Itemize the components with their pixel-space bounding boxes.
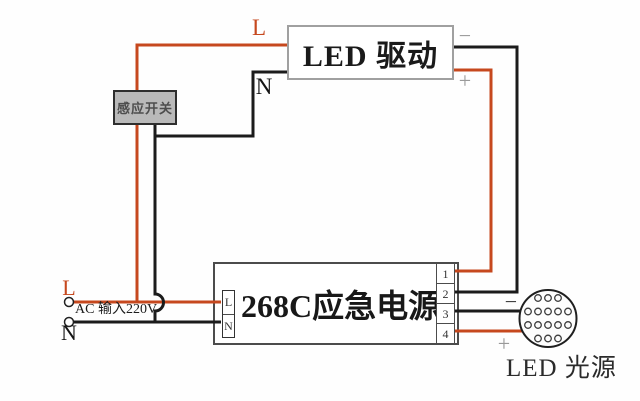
ac-neutral-label: N (61, 320, 77, 345)
psu-input-terminal-strip: L N (222, 290, 235, 338)
led-positive-label: + (497, 331, 511, 356)
driver-live-input-label: L (251, 15, 267, 40)
sensor-switch-box: 感应开关 (113, 90, 177, 125)
ac-live-label: L (62, 275, 76, 300)
sensor-switch-label: 感应开关 (116, 101, 173, 116)
wire-neutral-branch-to-driver (155, 70, 287, 138)
led-dot (534, 307, 542, 316)
wire-driver-positive-to-terminal1 (454, 68, 493, 273)
led-negative-label: − (504, 289, 518, 314)
psu-terminal-l: L (223, 291, 234, 315)
wire-driver-negative-to-terminal2 (454, 45, 519, 294)
led-dot (524, 307, 532, 316)
led-dot (544, 321, 552, 329)
ac-neutral-terminal (63, 316, 75, 328)
psu-terminal-4: 4 (442, 326, 449, 341)
led-dot (554, 321, 562, 329)
led-dot (534, 334, 542, 343)
led-dot (544, 307, 552, 316)
emergency-psu-title: 268C应急电源 (241, 287, 441, 324)
led-dot (544, 294, 552, 302)
led-driver-box: LED 驱动 (287, 25, 454, 80)
driver-positive-output-label: + (458, 68, 472, 93)
psu-output-terminal-strip: 1 2 3 4 (436, 263, 455, 344)
led-dot (554, 334, 562, 343)
wire-live-through-sensor-to-driver (135, 43, 287, 302)
driver-negative-output-label: − (458, 23, 472, 48)
psu-terminal-3: 3 (437, 304, 454, 324)
led-dot (564, 307, 572, 316)
wire-neutral-riser-with-hop (153, 124, 165, 322)
led-dot (554, 294, 562, 302)
led-dot (544, 334, 552, 343)
led-source-label: LED 光源 (506, 355, 617, 382)
psu-terminal-1: 1 (437, 264, 454, 284)
led-dot (554, 307, 562, 316)
led-lamp-circle (518, 289, 578, 348)
led-dot (524, 321, 532, 329)
ac-live-terminal (63, 296, 75, 308)
psu-terminal-n: N (224, 318, 233, 333)
led-dot (564, 321, 572, 329)
driver-neutral-input-label: N (255, 74, 273, 99)
led-dot (534, 294, 542, 302)
led-dot (534, 321, 542, 329)
ac-input-voltage-label: AC 输入220V (75, 302, 158, 317)
psu-terminal-2: 2 (437, 284, 454, 304)
led-driver-title: LED 驱动 (302, 39, 439, 73)
led-dot-grid (524, 294, 572, 343)
